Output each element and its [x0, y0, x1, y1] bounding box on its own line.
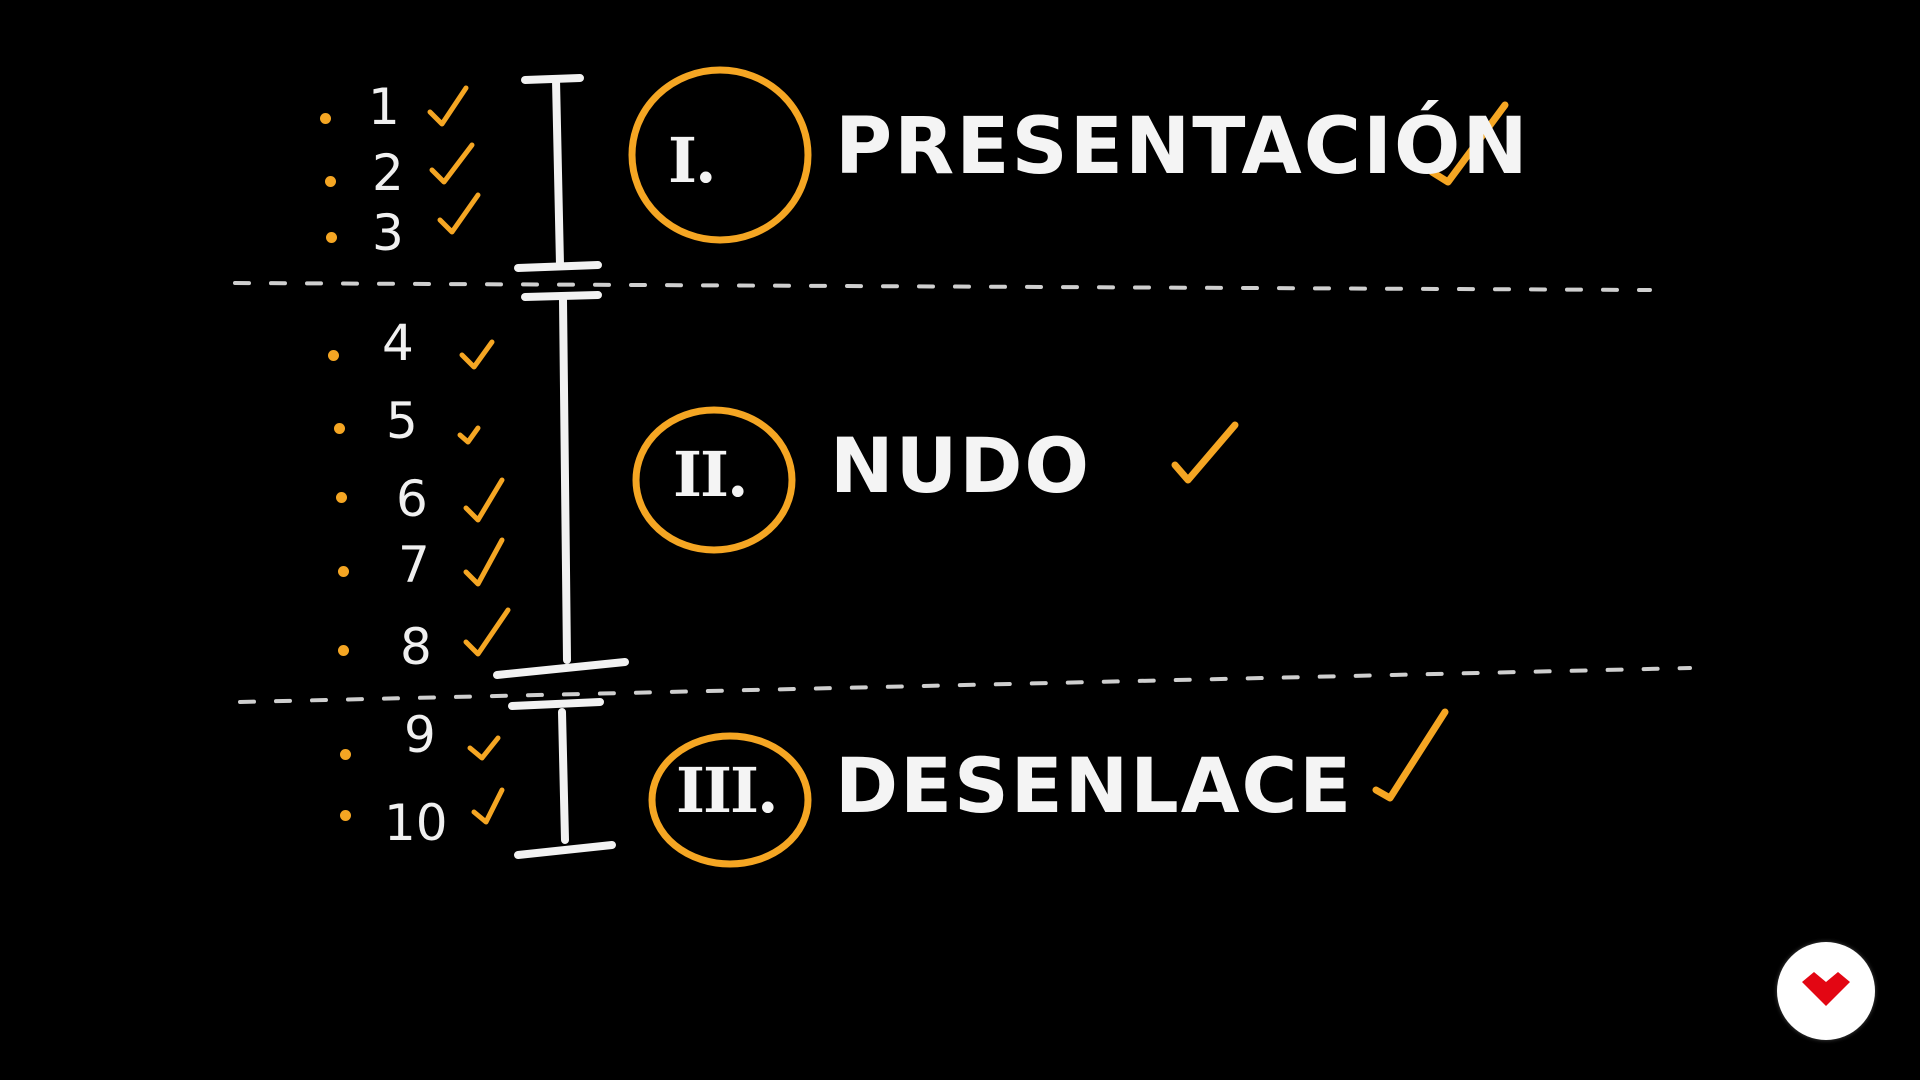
list-item-number: 3	[372, 204, 404, 262]
check-icon	[1372, 708, 1449, 802]
check-icon	[1428, 101, 1509, 186]
section-title: PRESENTACIÓN	[835, 102, 1530, 192]
list-item-number: 10	[384, 794, 448, 852]
numeral-circle-2	[632, 406, 796, 554]
section-numeral: I.	[668, 124, 717, 197]
bracket-section-2	[493, 291, 629, 679]
section-title: NUDO	[830, 421, 1092, 510]
check-icon	[467, 735, 501, 761]
separator-line-1	[233, 281, 1652, 292]
bullet-dot	[340, 810, 351, 821]
bullet-dot	[326, 232, 337, 243]
check-icon	[463, 477, 505, 523]
section-title: DESENLACE	[835, 741, 1354, 830]
check-icon	[459, 339, 495, 370]
numeral-circle-1	[628, 66, 812, 244]
list-item-number: 5	[386, 392, 418, 450]
bullet-dot	[338, 645, 349, 656]
check-icon	[463, 607, 511, 657]
check-icon	[427, 85, 469, 127]
bracket-section-3	[508, 698, 616, 859]
bullet-dot	[328, 350, 339, 361]
numeral-circle-3	[648, 732, 812, 868]
bullet-dot	[336, 492, 347, 503]
list-item-number: 6	[396, 470, 428, 528]
bullet-dot	[320, 113, 331, 124]
bullet-dot	[340, 749, 351, 760]
check-icon	[471, 787, 505, 825]
check-icon	[463, 537, 505, 587]
section-numeral: II.	[673, 438, 749, 511]
bracket-section-1	[514, 74, 602, 272]
separator-line-2	[238, 666, 1692, 704]
bullet-dot	[338, 566, 349, 577]
check-icon	[437, 192, 481, 235]
bullet-dot	[334, 423, 345, 434]
list-item-number: 8	[400, 618, 432, 676]
bullet-dot	[325, 176, 336, 187]
list-item-number: 4	[382, 314, 414, 372]
list-item-number: 1	[368, 78, 400, 136]
check-icon	[457, 425, 481, 445]
check-icon	[1171, 421, 1239, 484]
check-icon	[429, 142, 475, 185]
list-item-number: 7	[398, 536, 430, 594]
brand-logo-icon	[1777, 942, 1875, 1040]
list-item-number: 2	[372, 144, 404, 202]
list-item-number: 9	[404, 706, 436, 764]
section-numeral: III.	[676, 754, 779, 827]
